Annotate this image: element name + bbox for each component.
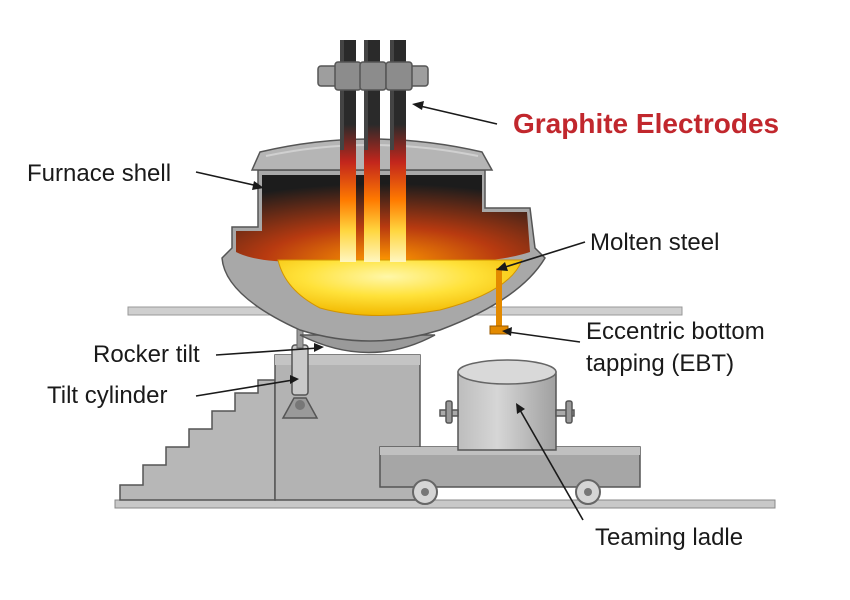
furnace-interior — [236, 175, 530, 262]
label-teaming-ladle: Teaming ladle — [595, 524, 743, 551]
graphite-electrodes-title: Graphite Electrodes — [513, 108, 779, 139]
label-tilt-cylinder: Tilt cylinder — [47, 382, 167, 409]
graphite-electrodes — [340, 40, 406, 262]
tilt-cylinder — [281, 317, 319, 419]
leader-lines — [195, 101, 586, 521]
stairs — [119, 379, 276, 501]
molten-steel — [277, 259, 523, 316]
ground-rail — [114, 499, 776, 509]
label-rocker-tilt: Rocker tilt — [93, 341, 200, 368]
label-molten-steel: Molten steel — [590, 229, 719, 256]
label-furnace-shell: Furnace shell — [27, 160, 171, 187]
teaming-ladle — [439, 359, 575, 451]
label-ebt-line2: tapping (EBT) — [586, 350, 734, 377]
electrode-clamps — [317, 61, 429, 91]
label-ebt-line1: Eccentric bottom — [586, 318, 765, 345]
ladle-cart — [379, 446, 641, 505]
